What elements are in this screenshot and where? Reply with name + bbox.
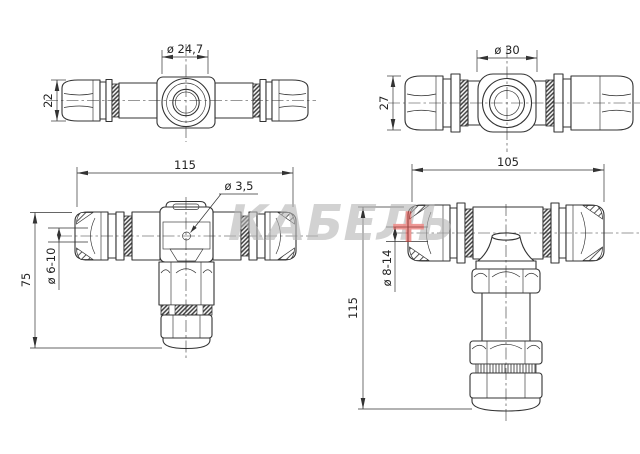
stem-seal bbox=[160, 304, 213, 316]
dim-label-hole: ø 3,5 bbox=[225, 179, 254, 193]
dim-label-length: 105 bbox=[497, 155, 519, 169]
dimension-height: 27 bbox=[377, 75, 401, 131]
dimension-height: 115 bbox=[346, 206, 472, 410]
gland-cap bbox=[271, 79, 309, 122]
dimension-length: 115 bbox=[76, 158, 294, 207]
dim-label-height: 22 bbox=[41, 93, 55, 108]
view-side-small: ø 24,7 22 bbox=[41, 42, 316, 142]
dimension-hole: ø 3,5 bbox=[190, 179, 258, 233]
dimension-height: 22 bbox=[41, 79, 66, 122]
view-side-large: ø 30 27 bbox=[377, 43, 640, 152]
dimension-height: 75 bbox=[19, 212, 162, 349]
dim-label-height: 27 bbox=[377, 96, 391, 111]
dim-label-cable-range: ø 6-10 bbox=[44, 248, 58, 285]
dim-label-diameter: ø 30 bbox=[494, 43, 519, 57]
watermark-plus: + bbox=[388, 197, 429, 254]
view-top-small-t: 115 ø 3,5 ø 6-10 75 bbox=[19, 158, 320, 358]
dimension-cable-range: ø 6-10 bbox=[44, 227, 88, 290]
branch-block bbox=[159, 206, 214, 263]
stem-gland-upper bbox=[158, 261, 215, 306]
dim-label-height: 75 bbox=[19, 273, 33, 288]
watermark: КАБЕЛЬ + bbox=[228, 195, 455, 254]
stem-cap bbox=[162, 337, 211, 350]
dimension-diameter: ø 24,7 bbox=[161, 42, 209, 74]
stem-gland-lower bbox=[160, 314, 213, 339]
dim-label-diameter: ø 24,7 bbox=[167, 42, 203, 56]
watermark-text: КАБЕЛЬ bbox=[228, 195, 455, 252]
dim-label-cable-range: ø 8-14 bbox=[380, 250, 394, 287]
dimension-length: 105 bbox=[411, 155, 605, 202]
dim-label-height: 115 bbox=[346, 297, 360, 319]
gland-cap bbox=[61, 79, 101, 122]
view-top-large-t: 105 ø 8-14 115 bbox=[346, 155, 640, 424]
dimension-diameter: ø 30 bbox=[476, 43, 538, 72]
dimension-cable-range: ø 8-14 bbox=[380, 226, 428, 292]
dim-label-length: 115 bbox=[174, 158, 196, 172]
